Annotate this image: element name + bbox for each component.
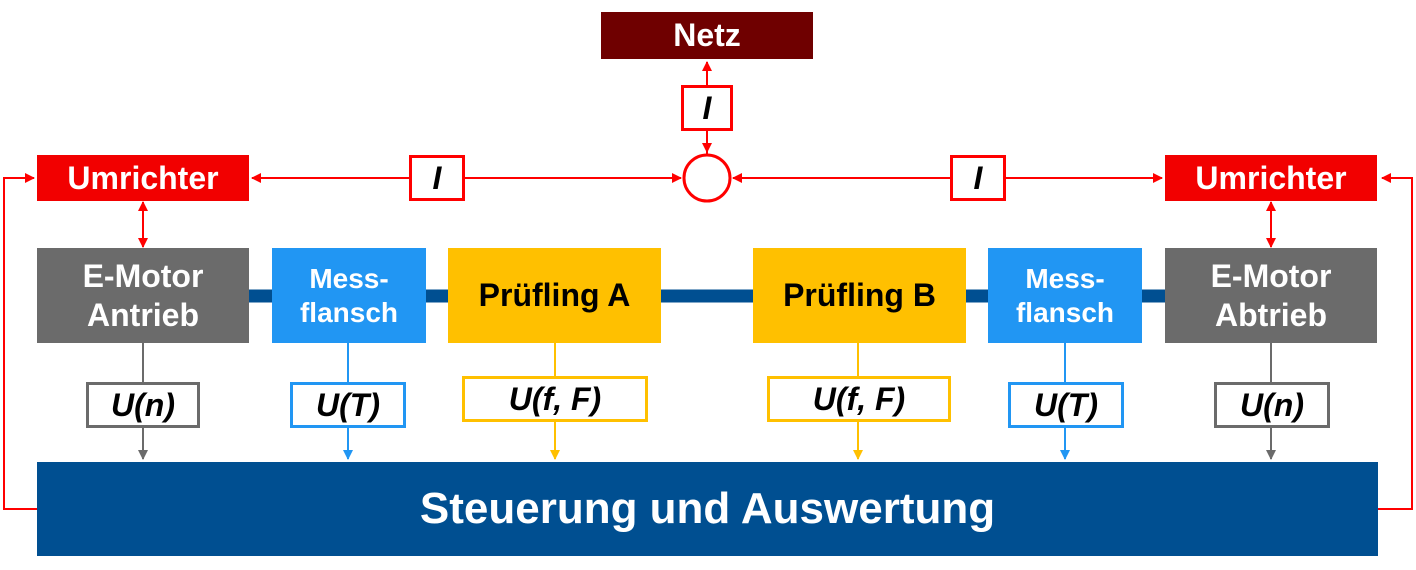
measuring-flange-left-line1: Mess- <box>309 262 389 294</box>
measuring-flange-right-line1: Mess- <box>1025 262 1105 294</box>
signal-box-flange-left: U(T) <box>290 382 406 428</box>
measuring-flange-left-line2: flansch <box>299 296 399 328</box>
motor-drive-line1: E-Motor <box>82 258 204 295</box>
left-current-label: I <box>409 155 465 201</box>
inverter-left-label: Umrichter <box>67 159 219 196</box>
grid-label: Netz <box>673 17 741 54</box>
motor-output-line2: Abtrieb <box>1215 296 1327 333</box>
summing-node <box>682 153 732 203</box>
inverter-left: Umrichter <box>37 155 249 201</box>
signal-box-dut-a: U(f, F) <box>462 376 648 422</box>
signal-box-dut-b: U(f, F) <box>767 376 951 422</box>
right-current-label: I <box>950 155 1006 201</box>
control-loop-left <box>3 173 37 510</box>
grid-current-label: I <box>681 85 733 131</box>
grid-block: Netz <box>601 12 813 59</box>
motor-output: E-Motor Abtrieb <box>1165 248 1377 343</box>
signal-box-flange-right: U(T) <box>1008 382 1124 428</box>
control-and-evaluation-label: Steuerung und Auswertung <box>419 483 996 533</box>
motor-output-line1: E-Motor <box>1210 258 1332 295</box>
signal-box-motor-left: U(n) <box>86 382 200 428</box>
measuring-flange-right-line2: flansch <box>1015 296 1115 328</box>
inverter-right: Umrichter <box>1165 155 1377 201</box>
motor-drive: E-Motor Antrieb <box>37 248 249 343</box>
measuring-flange-right: Mess- flansch <box>988 248 1142 343</box>
device-under-test-b: Prüfling B <box>753 248 966 343</box>
measuring-flange-left: Mess- flansch <box>272 248 426 343</box>
motor-drive-line2: Antrieb <box>87 296 199 333</box>
device-under-test-b-label: Prüfling B <box>783 277 936 314</box>
device-under-test-a-label: Prüfling A <box>478 277 631 314</box>
control-and-evaluation: Steuerung und Auswertung <box>37 462 1378 556</box>
control-loop-right <box>1378 173 1413 510</box>
signal-box-motor-right: U(n) <box>1214 382 1330 428</box>
inverter-right-label: Umrichter <box>1195 159 1347 196</box>
device-under-test-a: Prüfling A <box>448 248 661 343</box>
